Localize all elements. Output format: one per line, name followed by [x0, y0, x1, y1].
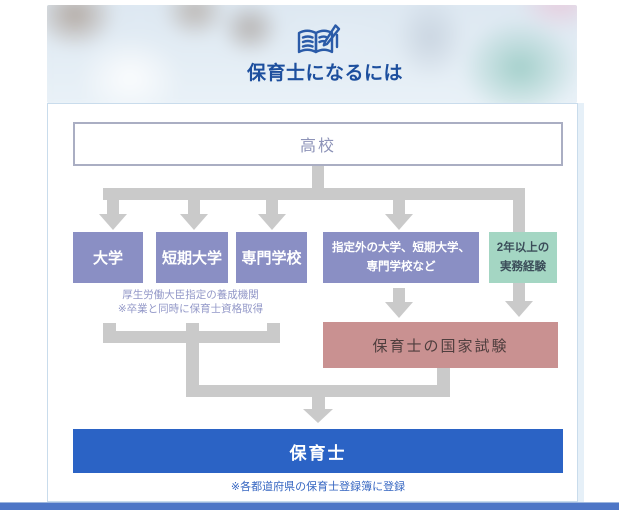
- node-non-designated-school: 指定外の大学、短期大学、 専門学校など: [323, 232, 479, 283]
- node-non-designated-line1: 指定外の大学、短期大学、: [332, 241, 470, 254]
- node-work-experience-line1: 2年以上の: [496, 241, 550, 254]
- bracket-bar: [103, 331, 280, 343]
- school-caption-line2: ※卒業と同時に保育士資格取得: [117, 303, 264, 315]
- node-work-experience-line2: 実務経験: [500, 260, 546, 273]
- node-vocational: 専門学校: [236, 232, 307, 283]
- arrow-other-head-icon: [385, 214, 413, 230]
- arrow-junior-head-icon: [180, 214, 208, 230]
- node-childcare-worker: 保育士: [73, 429, 563, 473]
- arrow-other-to-exam-head-icon: [385, 302, 413, 318]
- bottom-divider: [0, 502, 619, 510]
- arrow-voc-head-icon: [258, 214, 286, 230]
- arrow-univ-shaft: [107, 199, 119, 215]
- node-work-experience: 2年以上の 実務経験: [489, 232, 557, 283]
- arrow-experience-head-icon: [505, 301, 533, 317]
- connector-start-stub: [312, 166, 324, 190]
- connector-exam-drop: [437, 368, 450, 397]
- connector-merge-drop: [186, 343, 199, 397]
- arrow-voc-shaft: [266, 199, 278, 215]
- arrow-other-to-exam-shaft: [393, 288, 405, 303]
- node-university: 大学: [73, 232, 143, 283]
- arrow-other-shaft: [393, 199, 405, 215]
- blurred-photo: [47, 5, 577, 103]
- header-photo-banner: [47, 5, 577, 103]
- arrow-junior-shaft: [188, 199, 200, 215]
- node-junior-college: 短期大学: [156, 232, 228, 283]
- book-and-pen-icon: [297, 24, 341, 54]
- node-national-exam: 保育士の国家試験: [323, 322, 558, 368]
- connector-top-bus: [103, 188, 525, 200]
- arrow-result-head-icon: [303, 409, 333, 423]
- connector-lower-bar: [186, 385, 450, 397]
- node-highschool: 高校: [73, 122, 563, 166]
- arrow-result-shaft: [312, 397, 325, 410]
- school-caption-line1: 厚生労働大臣指定の養成機関: [122, 289, 259, 301]
- page-title: 保育士になるには: [246, 63, 403, 84]
- node-non-designated-line2: 専門学校など: [366, 260, 436, 273]
- arrow-univ-head-icon: [99, 214, 127, 230]
- result-caption: ※各都道府県の保育士登録簿に登録: [230, 481, 406, 493]
- right-edge-strip: [578, 103, 584, 502]
